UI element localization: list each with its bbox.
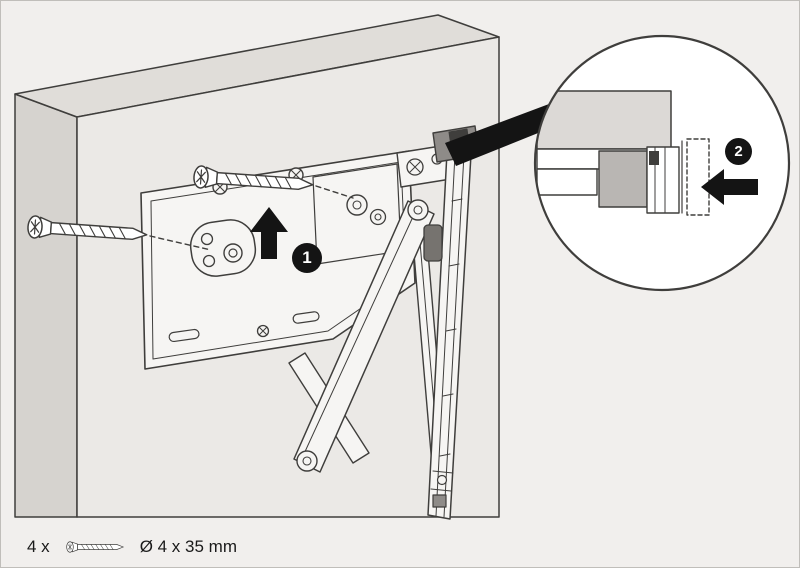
detail-callout-ring <box>533 34 791 292</box>
screw-guide-line-2 <box>315 185 354 199</box>
parts-note: 4 x Ø 4 x 35 mm <box>27 532 237 562</box>
pivot-boss-2 <box>369 208 387 226</box>
detail-gray-block <box>598 150 648 208</box>
detail-lower-block <box>536 168 598 196</box>
step-1-badge: 1 <box>292 243 322 273</box>
screw-icon-art <box>66 541 124 553</box>
lift-mechanism <box>140 125 480 520</box>
plate-slot-1 <box>168 328 200 343</box>
plate-lower-hole <box>256 324 270 338</box>
arm-pivot-lower <box>296 450 318 472</box>
screw-icon <box>64 536 126 558</box>
foot-hole <box>436 474 448 486</box>
adjustment-switch <box>423 224 443 262</box>
detail-panel-section <box>536 90 672 150</box>
arm-pivot-upper <box>407 199 429 221</box>
pivot-boss-1 <box>346 194 368 216</box>
foot-block <box>432 494 447 508</box>
arrow-up-icon <box>250 207 288 259</box>
detail-phantom-position <box>686 138 710 216</box>
screw-spec-label: Ø 4 x 35 mm <box>139 537 237 556</box>
arrow-left-icon <box>701 169 758 205</box>
panel-rear-edge <box>14 93 78 518</box>
boss-hole-small-2 <box>202 254 216 268</box>
step-2-badge: 2 <box>725 138 752 165</box>
callout-detail <box>536 90 758 216</box>
boss-hole-small-1 <box>200 232 214 246</box>
detail-black-insert <box>649 151 659 165</box>
quantity-label: 4 x <box>27 537 50 556</box>
mounting-screws <box>26 164 354 251</box>
plate-slot-2 <box>292 311 320 324</box>
boss-hole-large <box>223 243 243 263</box>
callout-wedge-pointer <box>445 101 563 166</box>
screw-guide-line-1 <box>149 235 212 251</box>
